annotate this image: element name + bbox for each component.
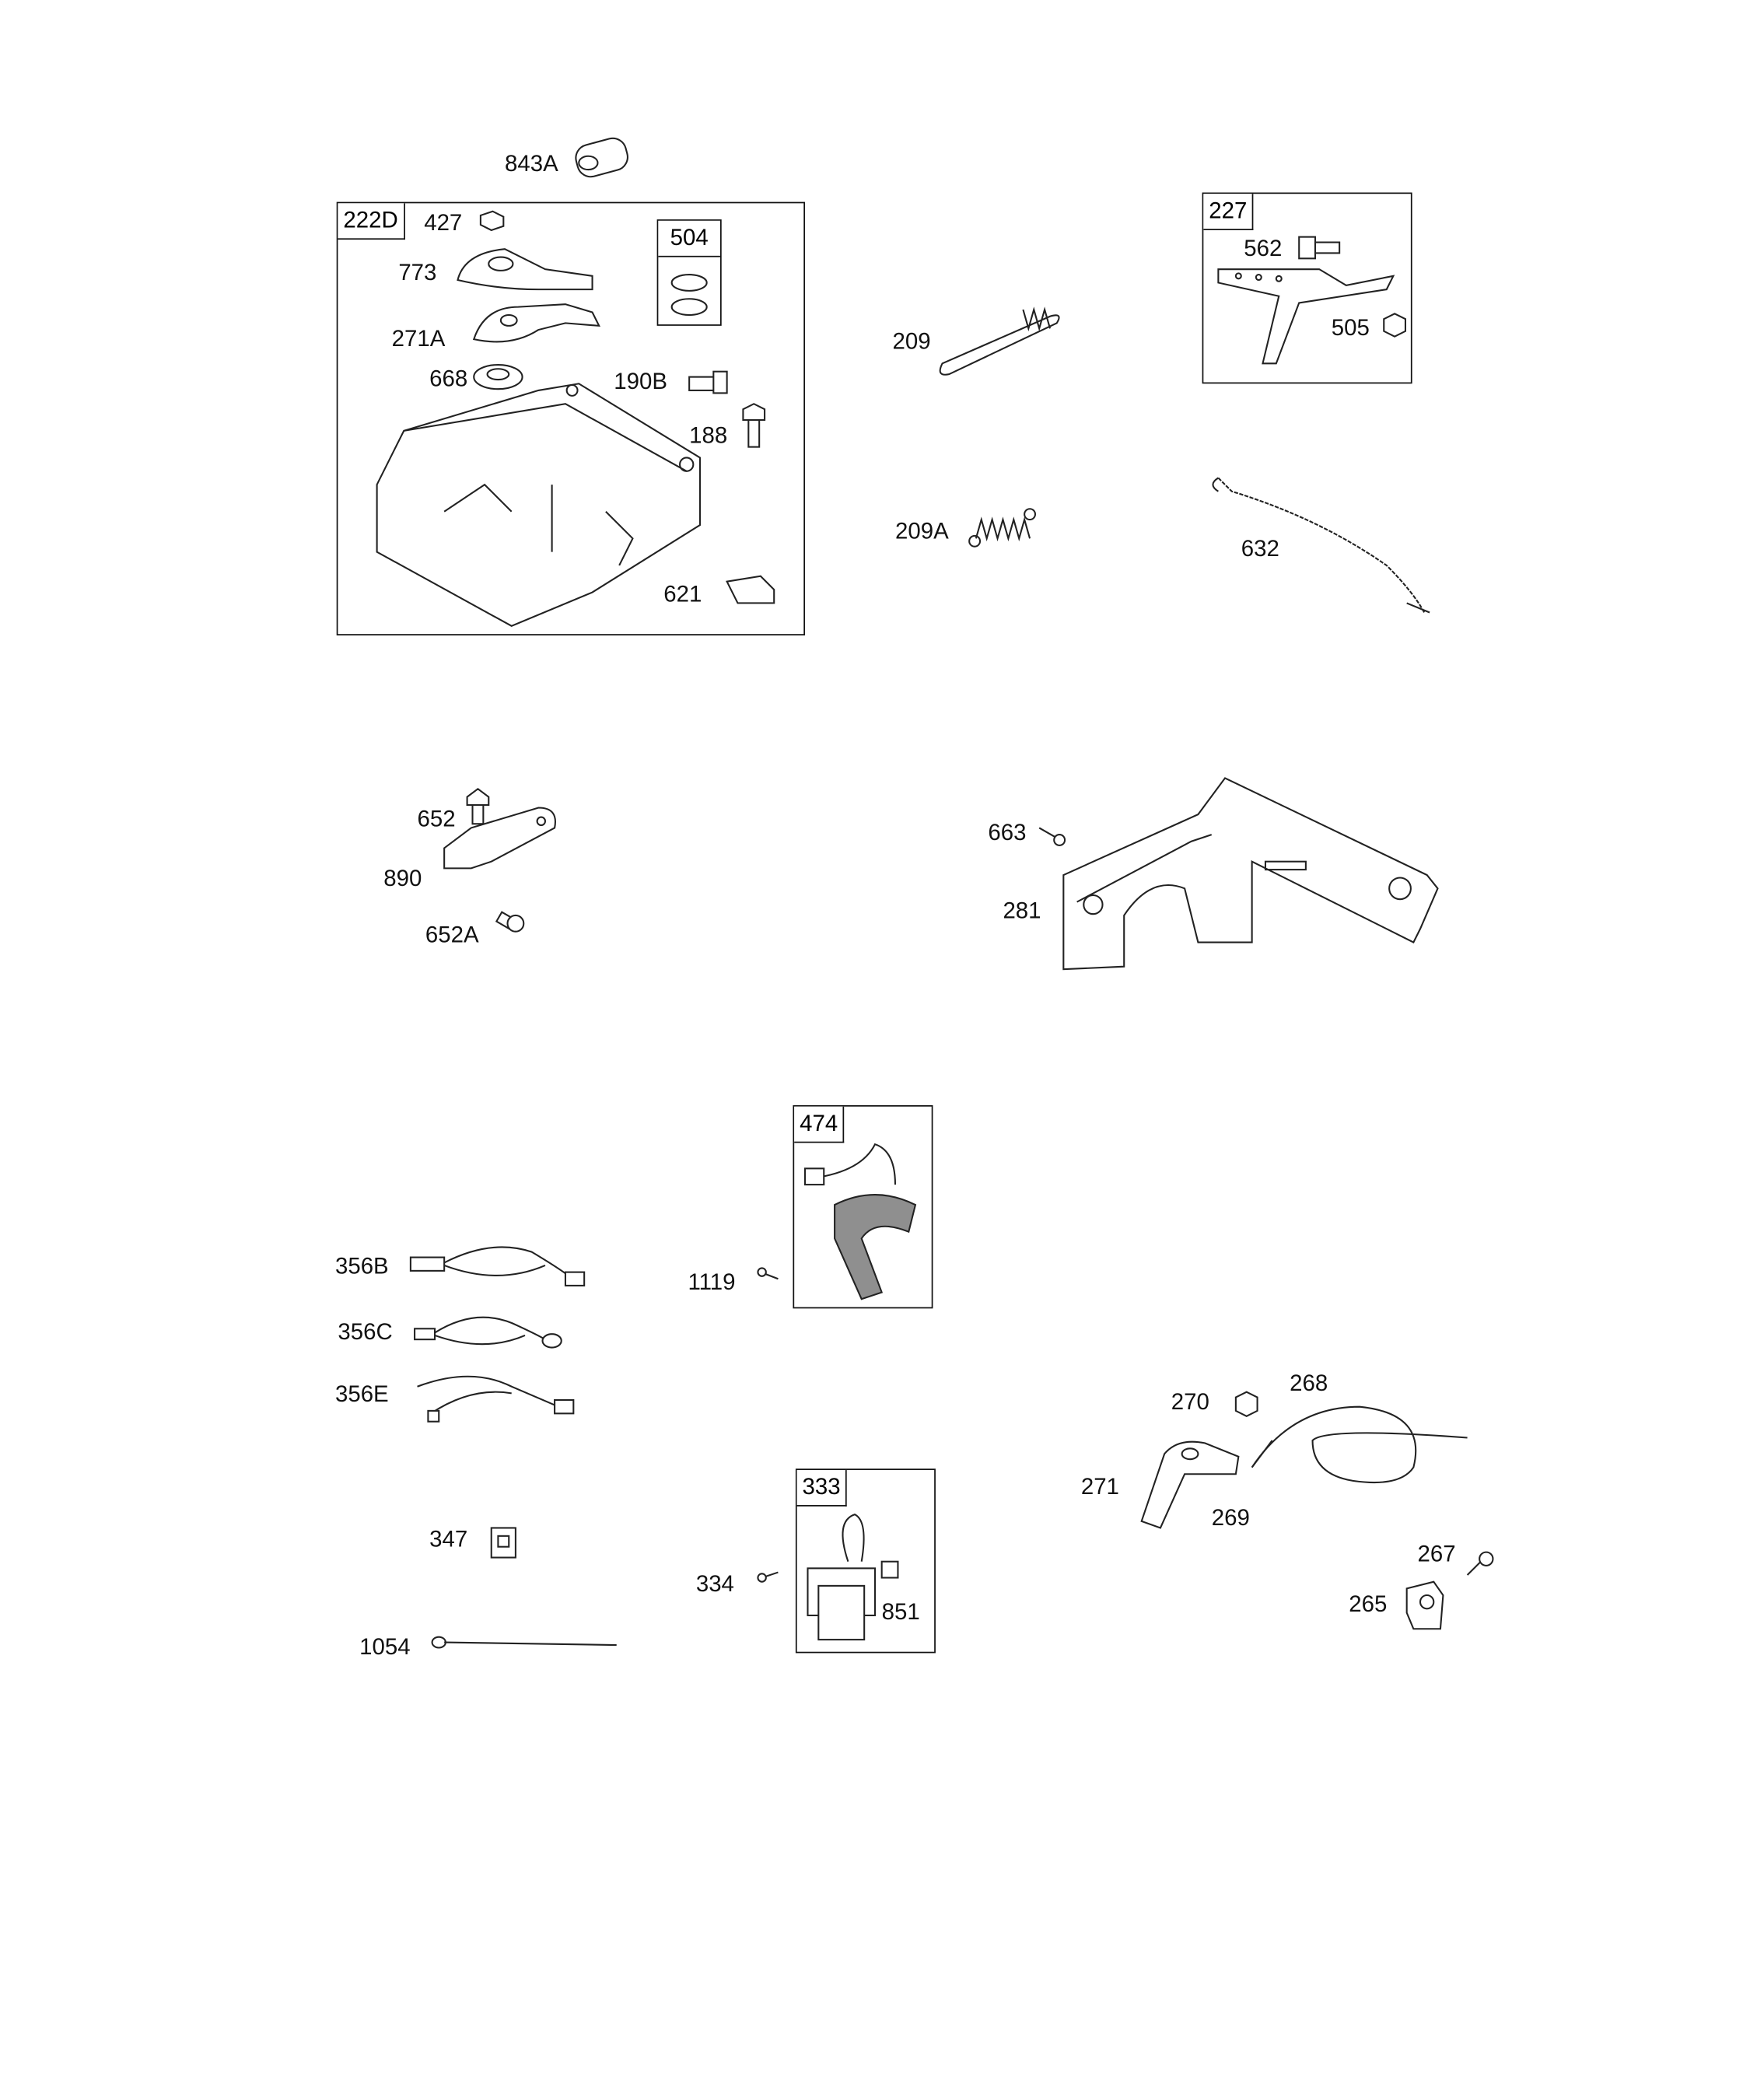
kit-box-474: 474 <box>793 1104 933 1309</box>
kit-label: 227 <box>1203 194 1255 230</box>
callout-505: 505 <box>1331 315 1370 341</box>
callout-209A: 209A <box>894 518 949 544</box>
callout-562: 562 <box>1244 235 1283 261</box>
kit-label: 222D <box>338 203 405 240</box>
part-663-screw <box>1038 827 1066 846</box>
part-562-screw <box>1298 236 1341 260</box>
part-209-spring <box>939 306 1060 376</box>
callout-356E: 356E <box>334 1381 389 1407</box>
callout-209: 209 <box>892 328 931 355</box>
callout-267: 267 <box>1417 1541 1456 1567</box>
part-356C-wire <box>414 1316 562 1349</box>
part-334-screw <box>757 1571 779 1583</box>
callout-621: 621 <box>663 581 702 607</box>
part-267-screw <box>1466 1551 1494 1576</box>
kit-box-504: 504 <box>656 219 722 326</box>
callout-843A: 843A <box>505 150 558 177</box>
kit-label: 504 <box>658 220 720 257</box>
callout-271: 271 <box>1080 1474 1119 1500</box>
part-347-connector <box>490 1527 516 1559</box>
part-control-base-plate <box>376 383 702 627</box>
part-227-bracket <box>1217 268 1395 365</box>
kit-box-227: 227 <box>1202 192 1412 384</box>
part-504-washers <box>670 274 708 317</box>
kit-label: 474 <box>794 1106 845 1143</box>
part-474-ignition-module <box>803 1143 917 1300</box>
kit-box-222D: 222D <box>336 201 806 635</box>
part-427-nut <box>479 210 505 232</box>
callout-356B: 356B <box>334 1253 389 1279</box>
callout-773: 773 <box>398 260 437 285</box>
callout-188: 188 <box>689 422 728 449</box>
part-209A-spring <box>968 508 1037 548</box>
callout-281: 281 <box>1003 898 1041 924</box>
kit-box-333: 333 <box>795 1468 936 1654</box>
callout-271A: 271A <box>391 325 446 352</box>
callout-1054: 1054 <box>359 1634 411 1661</box>
part-268-cable <box>1251 1405 1468 1483</box>
callout-851: 851 <box>881 1599 920 1626</box>
part-890-bracket <box>443 807 556 870</box>
part-652A-screw <box>495 911 525 933</box>
callout-1119: 1119 <box>688 1269 736 1296</box>
part-281-control-bracket <box>1062 777 1439 971</box>
callout-269: 269 <box>1211 1505 1250 1531</box>
part-188-bolt <box>742 403 766 448</box>
callout-652A: 652A <box>425 922 479 948</box>
callout-427: 427 <box>424 210 463 236</box>
callout-268: 268 <box>1290 1370 1328 1396</box>
callout-190B: 190B <box>614 369 667 395</box>
part-265-clamp <box>1405 1580 1444 1630</box>
part-773-plate <box>457 248 593 291</box>
callout-270: 270 <box>1171 1389 1209 1416</box>
callout-663: 663 <box>988 820 1027 845</box>
part-652-bolt <box>466 787 490 825</box>
part-621-clip <box>726 575 775 604</box>
callout-334: 334 <box>695 1570 734 1597</box>
part-270-nut <box>1234 1391 1258 1417</box>
part-190B-bolt <box>688 370 728 394</box>
part-271-lever <box>1140 1440 1240 1529</box>
part-632-spring <box>1212 477 1430 614</box>
callout-356C: 356C <box>338 1319 393 1346</box>
part-668-washer <box>473 364 523 390</box>
callout-632: 632 <box>1241 535 1279 562</box>
part-333-armature <box>807 1514 899 1641</box>
part-356B-wire <box>409 1246 586 1286</box>
callout-347: 347 <box>429 1526 468 1552</box>
part-505-nut <box>1383 313 1406 338</box>
part-1054-cable-tie <box>431 1636 617 1649</box>
callout-890: 890 <box>383 865 422 891</box>
part-271A-lever <box>472 303 600 343</box>
part-1119-screw <box>757 1267 779 1280</box>
part-843A-grip <box>575 137 628 178</box>
callout-668: 668 <box>429 366 468 392</box>
callout-652: 652 <box>417 806 456 832</box>
part-356E-wire <box>417 1375 575 1423</box>
kit-label: 333 <box>796 1470 848 1507</box>
callout-265: 265 <box>1349 1591 1388 1617</box>
